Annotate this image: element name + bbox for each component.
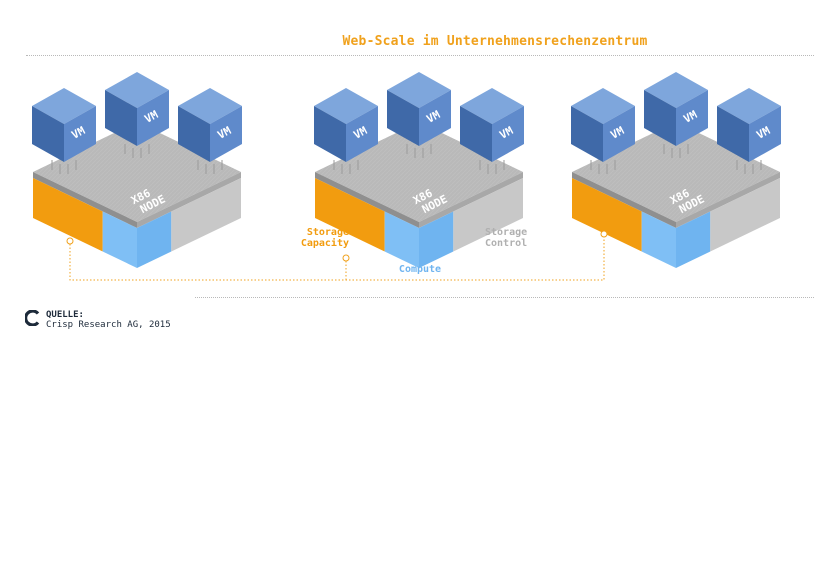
node-edge-left <box>572 172 676 228</box>
storage-capacity-face <box>33 178 103 252</box>
vm-right <box>64 106 96 162</box>
node-edge-right <box>419 172 523 228</box>
top-divider <box>26 55 814 56</box>
compute-face-right <box>137 211 172 268</box>
vm-left <box>717 106 749 162</box>
compute-face-left <box>102 211 137 268</box>
vm-label: VM <box>215 124 233 142</box>
vm-cube: VM <box>717 88 781 174</box>
vm-right <box>676 90 708 146</box>
vm-left <box>32 106 64 162</box>
vm-cube: VM <box>571 88 635 174</box>
storage-capacity-label-line: Capacity <box>301 237 349 249</box>
vm-cube: VM <box>32 88 96 174</box>
compute-face-right <box>676 211 711 268</box>
connector-dot <box>66 237 74 245</box>
bottom-divider <box>195 297 814 298</box>
vm-left <box>314 106 346 162</box>
vm-right <box>492 106 524 162</box>
vm-cube: VM <box>460 88 524 174</box>
source-text: Crisp Research AG, 2015 <box>46 320 171 330</box>
vm-right <box>210 106 242 162</box>
vm-left <box>460 106 492 162</box>
connector-dot <box>600 230 608 238</box>
node-edge-left <box>33 172 137 228</box>
vm-label: VM <box>754 124 772 142</box>
vm-left <box>387 90 419 146</box>
storage-control-face <box>171 178 241 252</box>
vm-left <box>178 106 210 162</box>
vm-left <box>105 90 137 146</box>
compute-label: Compute <box>399 264 441 275</box>
vm-cube: VM <box>105 72 169 158</box>
vm-label: VM <box>497 124 515 142</box>
vm-label: VM <box>69 124 87 142</box>
vm-right <box>346 106 378 162</box>
vm-right <box>749 106 781 162</box>
vm-label: VM <box>608 124 626 142</box>
vm-left <box>571 106 603 162</box>
storage-control-label-line: Control <box>485 238 527 249</box>
vm-right <box>603 106 635 162</box>
vm-cube: VM <box>314 88 378 174</box>
connector-lines <box>66 230 608 281</box>
compute-label-line: Compute <box>399 264 441 275</box>
compute-face-left <box>641 211 676 268</box>
node-edge-left <box>315 172 419 228</box>
vm-right <box>137 90 169 146</box>
vm-cube: VM <box>387 72 451 158</box>
vm-label: VM <box>681 108 699 126</box>
storage-capacity-face <box>572 178 642 252</box>
vm-cube: VM <box>644 72 708 158</box>
compute-face-left <box>384 211 419 268</box>
connector-dot <box>342 254 350 262</box>
storage-control-face <box>453 178 523 252</box>
vm-cube: VM <box>178 88 242 174</box>
diagram-title: Web-Scale im Unternehmensrechenzentrum <box>342 34 648 49</box>
vm-label: VM <box>424 108 442 126</box>
connector-path <box>69 237 605 281</box>
source-heading: QUELLE: <box>46 310 84 320</box>
vm-left <box>644 90 676 146</box>
vm-label: VM <box>142 108 160 126</box>
storage-control-label-line: Storage <box>485 227 527 238</box>
crisp-logo-icon <box>25 310 40 326</box>
compute-face-right <box>419 211 454 268</box>
storage-capacity-label-line: Storage <box>307 227 349 238</box>
storage-capacity-face <box>315 178 385 252</box>
storage-control-face <box>710 178 780 252</box>
node-edge-right <box>676 172 780 228</box>
node-edge-right <box>137 172 241 228</box>
vm-label: VM <box>351 124 369 142</box>
vm-right <box>419 90 451 146</box>
